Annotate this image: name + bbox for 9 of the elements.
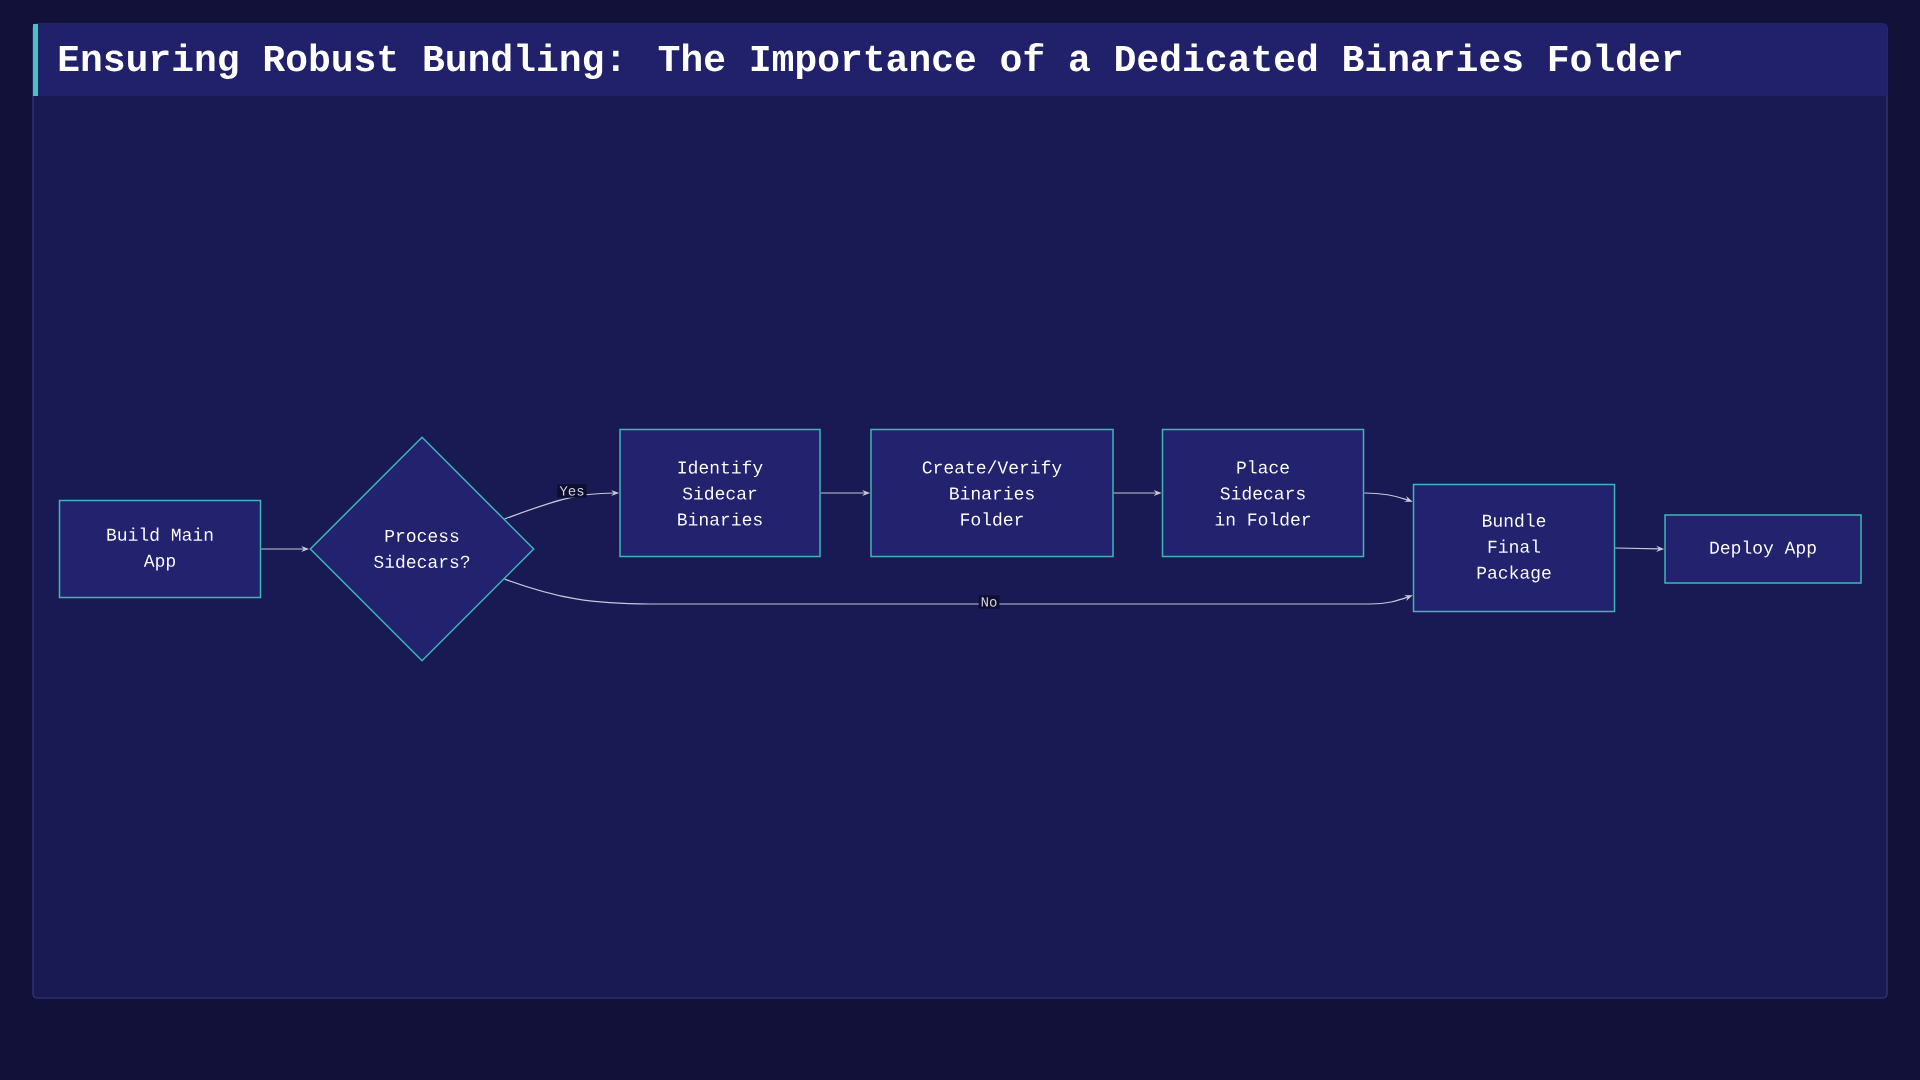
edge-label: No: [978, 595, 1000, 609]
process-box: Deploy App: [1664, 514, 1862, 584]
edge-label: Yes: [557, 484, 587, 498]
process-box: Build Main App: [58, 499, 262, 599]
title: Ensuring Robust Bundling: The Importance of a Dedicated Binaries Folder: [59, 42, 1681, 80]
process-box: Place Sidecars in Folder: [1161, 428, 1365, 558]
process-box: Identify Sidecar Binaries: [619, 428, 821, 558]
process-box: Create/Verify Binaries Folder: [870, 428, 1114, 558]
process-box: Bundle Final Package: [1412, 483, 1616, 613]
